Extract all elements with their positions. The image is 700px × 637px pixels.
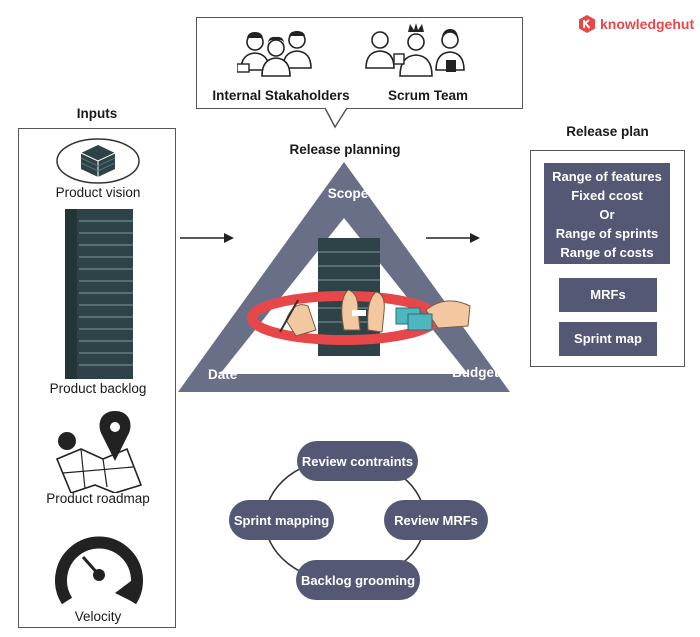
release-plan-summary-box: Range of features Fixed ccost Or Range o…: [544, 163, 670, 264]
hands-illustration: [285, 289, 471, 337]
roadmap-map-icon: [55, 411, 143, 493]
triangle-corner-date: Date: [208, 367, 238, 382]
triangle-corner-scope: Scope: [327, 186, 369, 201]
release-plan-title: Release plan: [566, 124, 649, 139]
mrfs-box: MRFs: [559, 278, 657, 312]
input-label-product-backlog: Product backlog: [49, 381, 147, 396]
triangle-corner-budget: Budget: [452, 365, 499, 380]
release-planning-triangle: [178, 162, 510, 392]
velocity-gauge-icon: [55, 536, 143, 605]
summary-line: Or: [599, 207, 615, 222]
sprint-map-box: Sprint map: [559, 322, 657, 356]
summary-line: Range of features: [552, 169, 662, 184]
inputs-to-planning-arrow: [180, 233, 234, 243]
summary-line: Range of sprints: [555, 226, 659, 241]
product-backlog-icon: [65, 209, 133, 379]
scrum-team-icon: [365, 23, 465, 77]
cycle-step-review-constraints: Review contraints: [297, 441, 418, 481]
brand-logo: knowledgehut: [577, 14, 694, 34]
cycle-step-backlog-grooming: Backlog grooming: [296, 560, 420, 600]
scrum-team-label: Scrum Team: [387, 88, 469, 103]
product-vision-icon: [56, 138, 140, 184]
input-label-product-vision: Product vision: [55, 185, 141, 200]
knowledgehut-logo-icon: [579, 15, 595, 33]
input-label-product-roadmap: Product roadmap: [46, 491, 150, 506]
release-plan-panel: Range of features Fixed ccost Or Range o…: [530, 150, 685, 367]
inputs-panel: Product vision Product backlog Product r…: [18, 128, 176, 628]
release-planning-title: Release planning: [289, 142, 401, 157]
callout-pointer: [325, 107, 348, 129]
summary-line: Range of costs: [560, 245, 654, 260]
cycle-step-review-mrfs: Review MRFs: [384, 500, 488, 540]
stakeholders-callout: Internal Stakaholders Scrum Team: [196, 17, 523, 109]
input-label-velocity: Velocity: [74, 609, 122, 624]
internal-stakeholders-label: Internal Stakaholders: [212, 88, 350, 103]
summary-line: Fixed ccost: [571, 188, 643, 203]
cycle-step-sprint-mapping: Sprint mapping: [229, 500, 334, 540]
planning-to-plan-arrow: [426, 233, 480, 243]
brand-name: knowledgehut: [600, 16, 695, 32]
inputs-title: Inputs: [76, 106, 118, 121]
internal-stakeholders-icon: [237, 31, 312, 77]
